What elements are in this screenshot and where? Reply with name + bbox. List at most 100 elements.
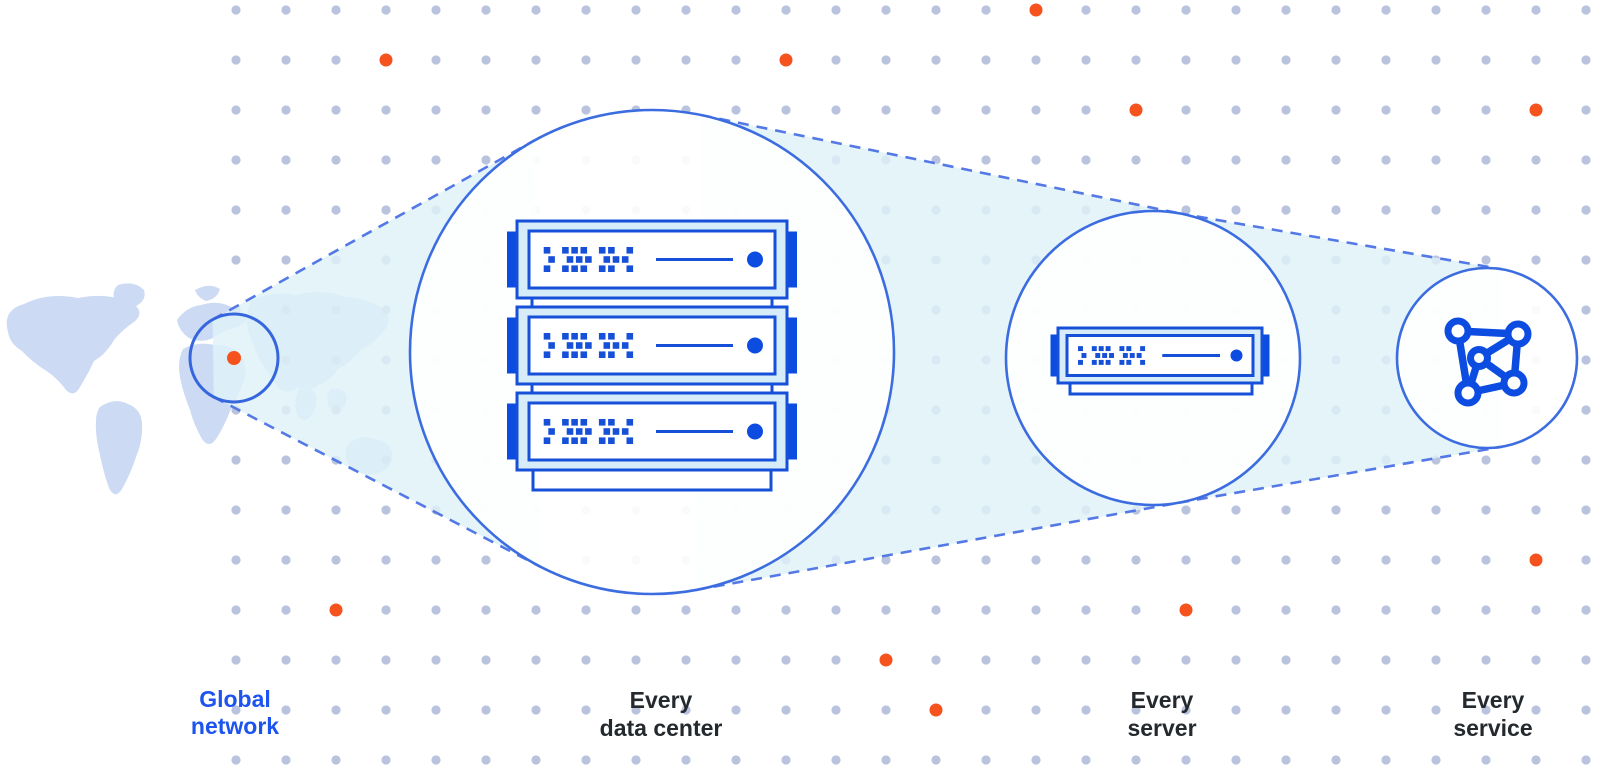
grid-dot-orange	[929, 703, 943, 717]
vent-dot	[612, 428, 620, 435]
grid-dot	[431, 155, 441, 165]
vent-dot	[621, 256, 629, 263]
vent-dot	[580, 351, 588, 358]
data-center-rack-icon	[507, 219, 797, 492]
vent-dot	[543, 419, 551, 426]
grid-dot	[1481, 55, 1491, 65]
grid-dot	[281, 655, 291, 665]
grid-dot	[1081, 755, 1091, 765]
grid-dot	[581, 105, 591, 115]
grid-dot	[1281, 655, 1291, 665]
grid-dot	[1481, 505, 1491, 515]
grid-dot	[381, 505, 391, 515]
network-node-center	[1467, 346, 1491, 370]
grid-dot	[281, 205, 291, 215]
vent-dot	[562, 265, 569, 272]
grid-dot	[1581, 355, 1591, 365]
grid-dot	[1331, 555, 1341, 565]
grid-dot	[331, 155, 341, 165]
grid-dot	[1281, 5, 1291, 15]
vent-dot	[1105, 346, 1111, 352]
vent-dot	[1126, 346, 1132, 352]
grid-dot	[631, 655, 641, 665]
vent-dot	[1140, 346, 1146, 352]
grid-dot	[881, 55, 891, 65]
grid-dot	[381, 555, 391, 565]
grid-dot	[531, 755, 541, 765]
grid-dot	[1031, 705, 1041, 715]
vent-dot	[575, 428, 583, 435]
vent-dot	[598, 351, 606, 358]
grid-dot	[1581, 705, 1591, 715]
vent-dot	[1109, 353, 1115, 358]
label-every-service-line1: Every	[1462, 687, 1525, 713]
grid-dot	[1531, 455, 1541, 465]
grid-dot	[481, 755, 491, 765]
grid-dot	[1131, 655, 1141, 665]
grid-dot	[481, 155, 491, 165]
grid-dot	[1131, 755, 1141, 765]
vent-dot	[626, 265, 634, 272]
grid-dot	[381, 155, 391, 165]
vent-dot	[571, 437, 578, 444]
grid-dot	[531, 105, 541, 115]
grid-dot	[731, 5, 741, 15]
vent-dot	[575, 256, 583, 263]
grid-dot	[1531, 205, 1541, 215]
label-every-server-line1: Every	[1131, 687, 1194, 713]
grid-dot	[1581, 505, 1591, 515]
grid-dot	[331, 505, 341, 515]
grid-dot	[981, 755, 991, 765]
grid-dot-orange	[379, 53, 393, 67]
vent-dot	[562, 351, 569, 358]
grid-dot	[331, 705, 341, 715]
grid-dot	[1431, 505, 1441, 515]
grid-dot	[331, 5, 341, 15]
grid-dot	[881, 5, 891, 15]
vent-dot	[1129, 353, 1135, 358]
server-ear-right	[1262, 334, 1270, 377]
grid-dot	[931, 105, 941, 115]
vent-dot	[566, 256, 574, 263]
grid-dot	[531, 55, 541, 65]
grid-dot	[281, 755, 291, 765]
server-ear-right	[787, 231, 797, 288]
grid-dot	[481, 55, 491, 65]
server-icon	[1050, 326, 1270, 396]
continent-north-america	[6, 295, 140, 394]
grid-dot	[1181, 205, 1191, 215]
vent-dot	[543, 265, 551, 272]
grid-dot	[931, 605, 941, 615]
vent-dot	[585, 256, 592, 263]
vent-dot	[571, 419, 578, 426]
grid-dot	[431, 5, 441, 15]
map-highlight-circle	[188, 312, 280, 404]
vent-dot	[548, 428, 555, 435]
grid-dot	[1481, 205, 1491, 215]
grid-dot	[681, 55, 691, 65]
grid-dot	[681, 655, 691, 665]
grid-dot	[981, 55, 991, 65]
vent-dot	[1078, 346, 1083, 352]
grid-dot	[1181, 5, 1191, 15]
vent-dot	[608, 351, 615, 358]
grid-dot	[1331, 105, 1341, 115]
vent-dot	[1140, 359, 1146, 365]
vent-dot	[562, 437, 569, 444]
vent-dot	[598, 265, 606, 272]
grid-dot	[731, 105, 741, 115]
grid-dot	[531, 605, 541, 615]
vent-dot	[571, 333, 578, 340]
grid-dot	[831, 755, 841, 765]
grid-dot	[1581, 5, 1591, 15]
grid-dot	[581, 655, 591, 665]
grid-dot	[781, 755, 791, 765]
vent-dot	[580, 333, 588, 340]
label-every-service-line2: service	[1453, 715, 1532, 741]
grid-dot-orange	[879, 653, 893, 667]
grid-dot	[231, 55, 241, 65]
vent-dot	[608, 419, 615, 426]
grid-dot	[731, 755, 741, 765]
vent-dot	[585, 428, 592, 435]
